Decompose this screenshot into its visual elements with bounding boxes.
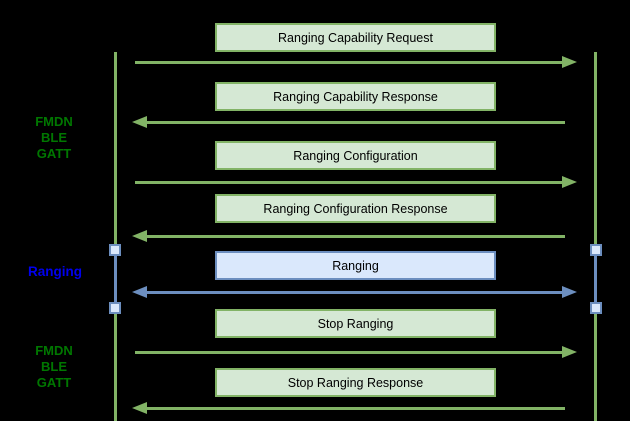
lifeline-right: [594, 52, 597, 421]
arrowhead-right-icon: [562, 346, 577, 358]
message-arrow-line: [147, 235, 565, 238]
phase-label-ranging: Ranging: [15, 264, 95, 280]
arrowhead-right-icon: [562, 56, 577, 68]
message-arrow-line: [147, 121, 565, 124]
phase-label-line: FMDN: [35, 343, 73, 358]
message-box: Stop Ranging Response: [215, 368, 496, 397]
arrowhead-left-icon: [132, 230, 147, 242]
phase-label-line: GATT: [36, 375, 72, 390]
message-box: Ranging Configuration: [215, 141, 496, 170]
message-box: Ranging: [215, 251, 496, 280]
message-arrow-line: [135, 181, 563, 184]
message-box: Stop Ranging: [215, 309, 496, 338]
arrowhead-right-icon: [562, 286, 577, 298]
phase-label-line: Ranging: [28, 264, 82, 279]
ranging-activation-connector-left: [114, 250, 117, 308]
message-box: Ranging Capability Response: [215, 82, 496, 111]
message-box: Ranging Configuration Response: [215, 194, 496, 223]
activation-marker: [109, 302, 121, 314]
message-arrow-line: [147, 291, 563, 294]
phase-label-line: BLE: [41, 130, 67, 145]
phase-label-line: GATT: [36, 146, 72, 161]
phase-label-fmdn-ble-gatt-bottom: FMDN BLE GATT: [14, 343, 94, 391]
ranging-activation-connector-right: [594, 250, 597, 308]
message-arrow-line: [147, 407, 565, 410]
arrowhead-left-icon: [132, 116, 147, 128]
arrowhead-left-icon: [132, 286, 147, 298]
lifeline-left: [114, 52, 117, 421]
message-arrow-line: [135, 61, 563, 64]
activation-marker: [590, 244, 602, 256]
arrowhead-left-icon: [132, 402, 147, 414]
message-arrow-line: [135, 351, 563, 354]
arrowhead-right-icon: [562, 176, 577, 188]
phase-label-line: FMDN: [35, 114, 73, 129]
activation-marker: [590, 302, 602, 314]
message-box: Ranging Capability Request: [215, 23, 496, 52]
activation-marker: [109, 244, 121, 256]
phase-label-fmdn-ble-gatt-top: FMDN BLE GATT: [14, 114, 94, 162]
phase-label-line: BLE: [41, 359, 67, 374]
